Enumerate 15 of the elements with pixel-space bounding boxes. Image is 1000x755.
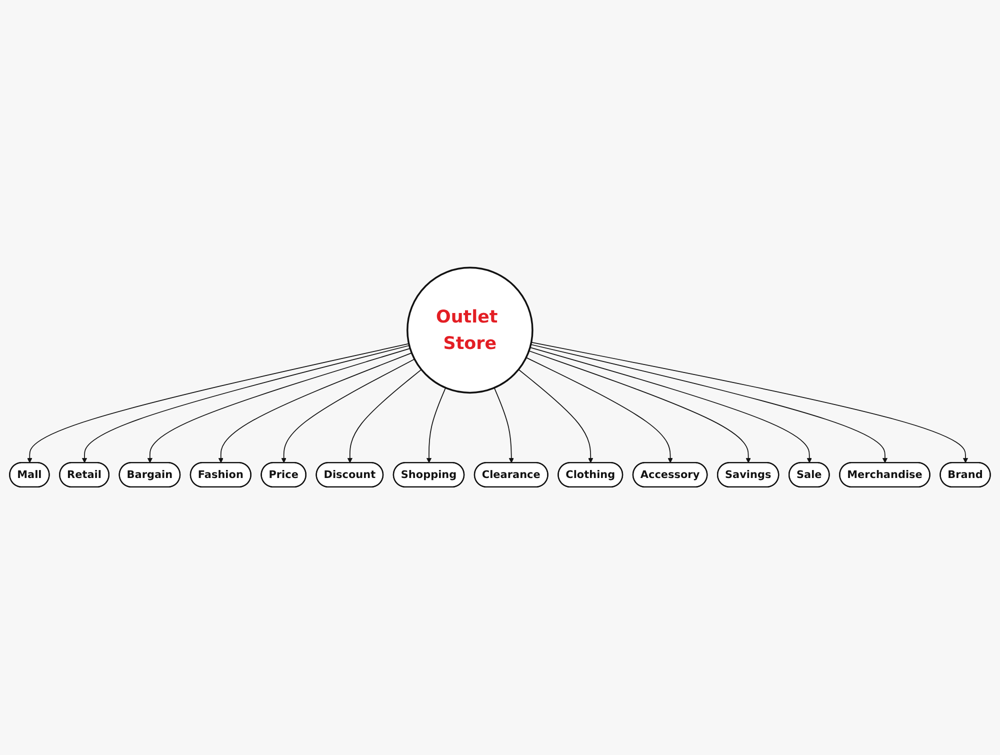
arrow bbox=[530, 347, 812, 464]
arrow bbox=[528, 350, 751, 464]
arrow bbox=[494, 388, 514, 464]
arrow bbox=[530, 344, 888, 464]
arrow bbox=[530, 342, 968, 464]
arrow bbox=[82, 345, 410, 464]
arrow bbox=[147, 348, 411, 464]
arrow bbox=[218, 352, 412, 464]
arrow bbox=[27, 343, 410, 464]
arrow bbox=[518, 369, 594, 464]
node-circle: Outlet Store bbox=[406, 266, 534, 394]
arrow bbox=[526, 357, 673, 464]
arrow bbox=[281, 358, 415, 464]
arrow bbox=[426, 388, 446, 464]
arrow bbox=[347, 369, 422, 464]
